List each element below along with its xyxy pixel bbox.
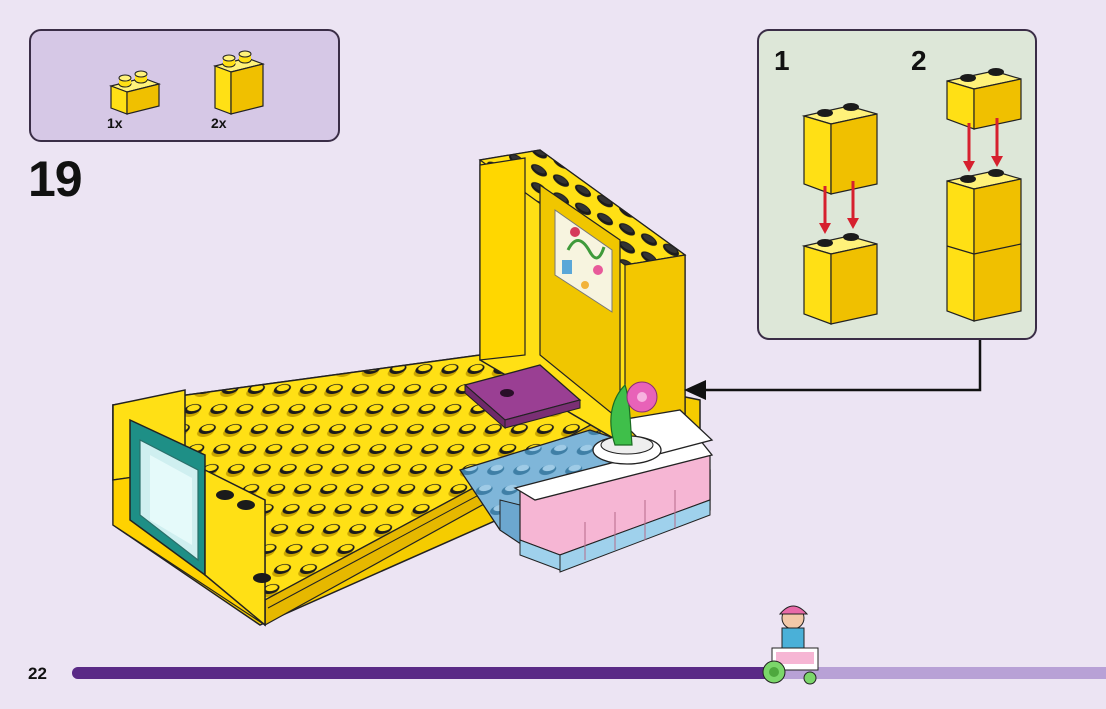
substep-label: 1 [774,45,790,76]
back-wall [478,149,687,446]
part-quantity: 2x [211,115,227,131]
counter-assembly [458,409,714,573]
flower-pot [592,381,662,465]
substep-2-tower-brick-icon [946,169,1022,322]
parts-list-box: 1x 2x [29,29,340,142]
purple-tile [463,364,582,430]
window [129,418,206,577]
side-wall [112,389,271,627]
part-quantity: 1x [107,115,123,131]
substep-1-bottom-brick-icon [801,233,878,325]
yellow-1x2-brick-icon [108,70,162,115]
progress-bar [72,667,1106,679]
substep-1-top-brick-icon [801,103,878,195]
red-arrow-icon [819,181,859,234]
minifigure-cart-icon [762,605,819,685]
progress-fill [72,667,786,679]
substep-2-top-brick-icon [946,68,1022,130]
page-number: 22 [28,664,47,683]
part-entry: 2x [211,41,281,131]
step-number: 19 [28,151,83,207]
subassembly-diagram [801,68,1022,325]
part-entry: 1x [107,41,177,131]
substep-label: 2 [911,45,927,76]
yellow-1x2x2-brick-icon [212,50,266,115]
decor-sticker [554,209,613,313]
callout-arrow [684,340,982,400]
subassembly-box: 1 2 [757,29,1037,340]
red-arrow-icon [963,118,1003,172]
